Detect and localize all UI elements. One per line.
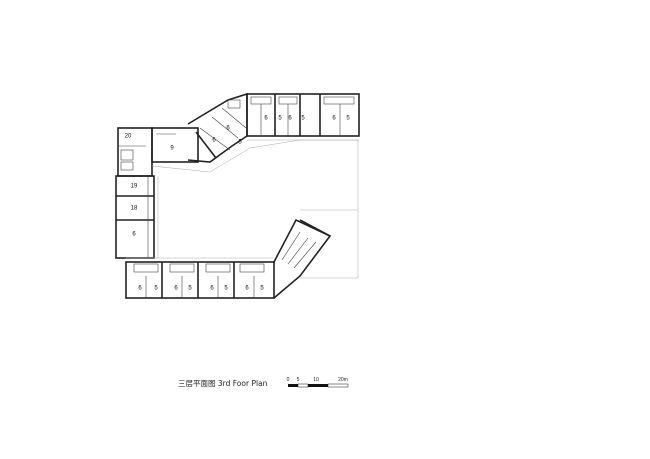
room-number-south-wing-0: 6 <box>138 286 142 292</box>
plan-caption: 三层平面图 3rd Foor Plan <box>178 379 268 388</box>
room-number-south-wing-4: 6 <box>210 286 214 292</box>
room-number-north-wing-1: 5 <box>278 116 282 122</box>
room-number-west-wing-1: 18 <box>131 206 138 212</box>
room-number-north-wing-3: 5 <box>301 116 305 122</box>
scale-bar: 0 5 10 20m <box>287 377 349 388</box>
diagonal-connector <box>187 92 248 163</box>
room-number-south-wing-6: 6 <box>245 286 249 292</box>
room-number-west-wing-2: 6 <box>132 232 136 238</box>
room-number-north-wing-5: 5 <box>346 116 350 122</box>
room-number-corner-nw-0: 20 <box>125 134 132 140</box>
room-number-south-wing-5: 5 <box>224 286 228 292</box>
scale-label-0: 0 <box>287 377 290 383</box>
room-number-south-wing-2: 6 <box>174 286 178 292</box>
room-number-west-wing-0: 19 <box>131 184 138 190</box>
room-number-north-wing-2: 6 <box>288 116 292 122</box>
scale-label-5: 5 <box>297 377 300 383</box>
room-number-south-wing-3: 5 <box>188 286 192 292</box>
corner-block <box>117 127 211 177</box>
south-east-block <box>273 218 332 299</box>
scale-label-10: 10 <box>313 377 319 383</box>
room-number-north-wing-4: 6 <box>332 116 336 122</box>
north-wing <box>246 93 360 141</box>
scale-label-20: 20m <box>338 377 348 383</box>
room-number-diagonal-upper-1: 6 <box>226 126 230 132</box>
room-number-south-wing-1: 5 <box>154 286 158 292</box>
room-number-diagonal-upper-2: 5 <box>238 140 242 146</box>
room-number-corner-nw-1: 9 <box>170 146 174 152</box>
room-number-diagonal-upper-0: 6 <box>212 138 216 144</box>
room-number-north-wing-0: 6 <box>264 116 268 122</box>
courtyard <box>209 139 359 279</box>
south-wing <box>125 257 275 299</box>
room-number-south-wing-7: 5 <box>260 286 264 292</box>
